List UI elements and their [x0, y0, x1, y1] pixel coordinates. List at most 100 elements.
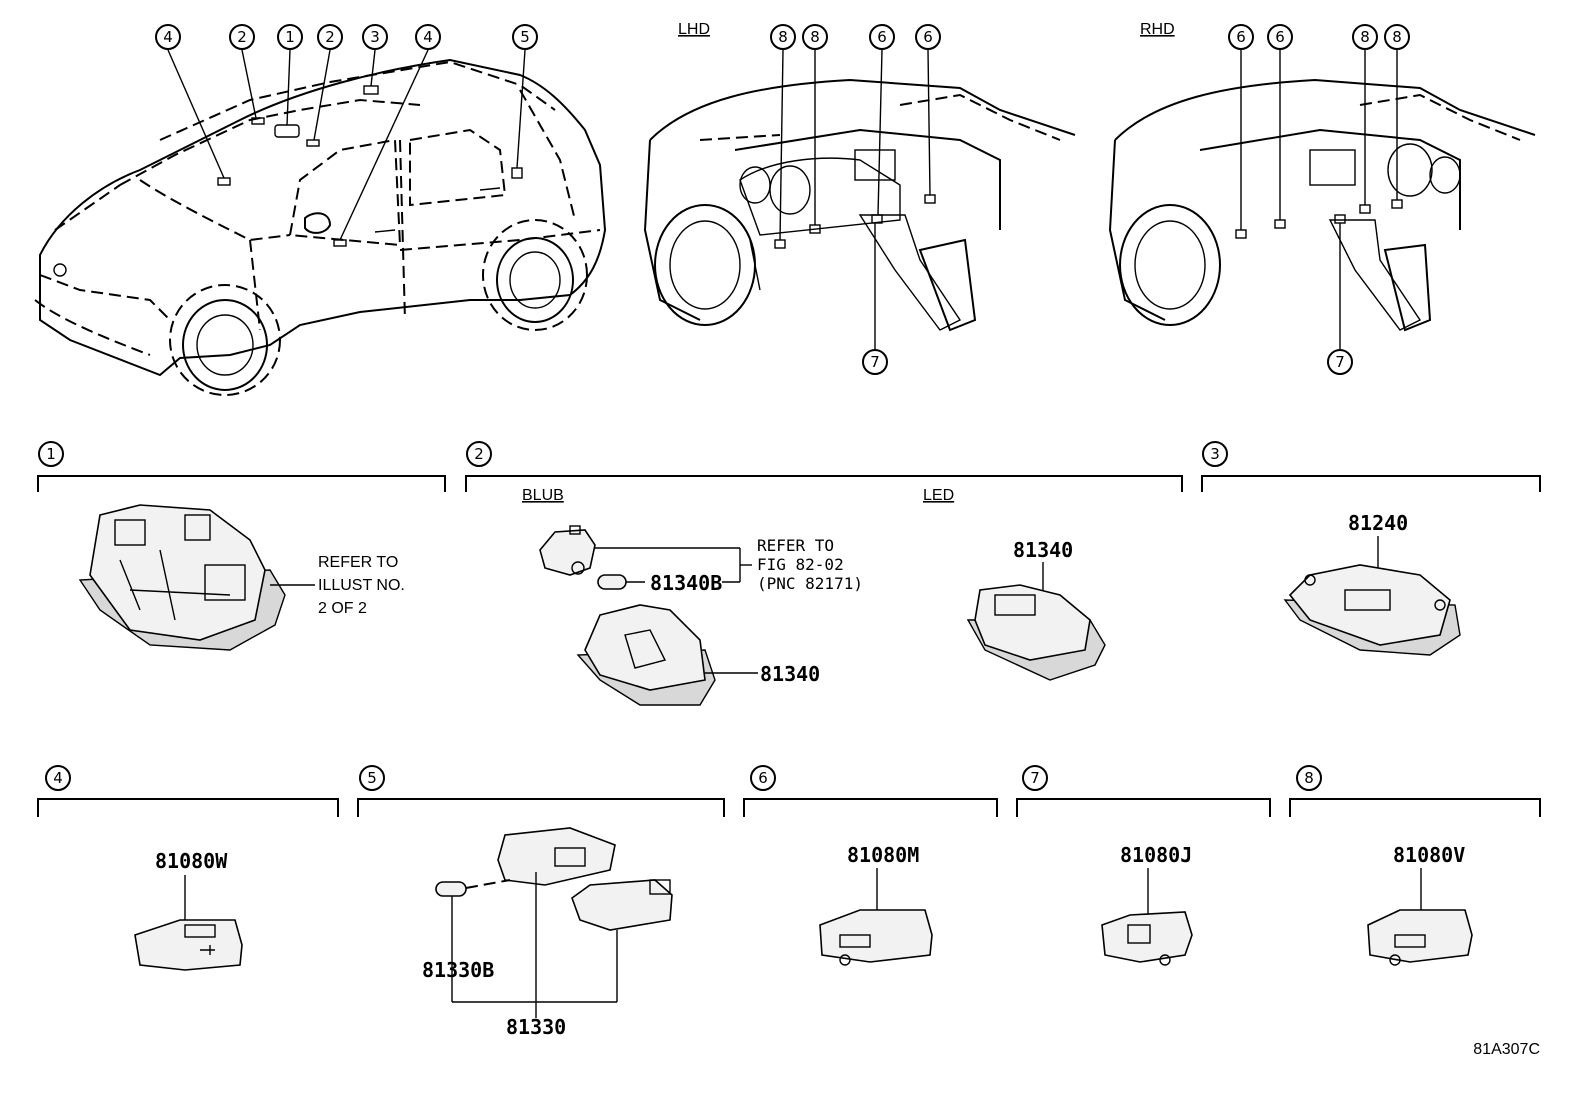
- lamp-assy-8: [1367, 909, 1473, 966]
- section-5-bracket: [357, 798, 725, 817]
- svg-text:8: 8: [1392, 28, 1402, 46]
- callout-8: 8: [802, 24, 828, 50]
- section-1-marker: 1: [38, 441, 64, 467]
- bulb-socket: [539, 525, 596, 576]
- callout-6: 6: [1228, 24, 1254, 50]
- section-7: 7 81080J: [1016, 765, 1271, 966]
- callout-6: 6: [1267, 24, 1293, 50]
- section-4: 4 81080W: [37, 765, 339, 971]
- blub-label: BLUB: [522, 487, 564, 504]
- section-5: 5 81330B 81330: [357, 765, 725, 1039]
- overhead-console-lamp: [78, 504, 286, 651]
- personal-lamp: [1283, 564, 1461, 656]
- section-7-bracket: [1016, 798, 1271, 817]
- section-1-bracket: [37, 475, 446, 492]
- callout-3: 3: [362, 24, 388, 50]
- section-6-bracket: [743, 798, 998, 817]
- lhd-label: LHD: [678, 21, 710, 38]
- part-number-81340-led: 81340: [1013, 538, 1073, 562]
- svg-text:3: 3: [1210, 445, 1220, 463]
- section-4-bracket: [37, 798, 339, 817]
- svg-text:8: 8: [810, 28, 820, 46]
- callout-6: 6: [915, 24, 941, 50]
- lhd-callouts: 8 8 6 6 7: [770, 24, 941, 375]
- rhd-callouts: 6 6 8 8 7: [1228, 24, 1410, 375]
- svg-text:8: 8: [778, 28, 788, 46]
- svg-text:4: 4: [53, 769, 63, 787]
- svg-text:8: 8: [1304, 769, 1314, 787]
- callout-8: 8: [1352, 24, 1378, 50]
- callout-1: 1: [277, 24, 303, 50]
- svg-text:6: 6: [1236, 28, 1246, 46]
- callout-2: 2: [317, 24, 343, 50]
- section-8-marker: 8: [1296, 765, 1322, 791]
- rhd-label: RHD: [1140, 21, 1175, 38]
- lamp-assy-4: [134, 919, 243, 971]
- section-3-bracket: [1201, 475, 1541, 492]
- map-lamp-housing-bulb: [576, 604, 716, 706]
- callout-8: 8: [1384, 24, 1410, 50]
- svg-text:2: 2: [237, 28, 247, 46]
- part-number-81080W: 81080W: [155, 849, 228, 873]
- svg-text:8: 8: [1360, 28, 1370, 46]
- callout-6: 6: [869, 24, 895, 50]
- map-lamp-led: [966, 584, 1106, 681]
- svg-text:4: 4: [163, 28, 173, 46]
- vehicle-callouts: 4 2 1 2 3 4 5: [155, 24, 538, 50]
- svg-text:7: 7: [1335, 353, 1345, 371]
- refer-text-line-1: REFER TO: [318, 554, 398, 571]
- part-number-81240: 81240: [1348, 511, 1408, 535]
- section-2-bracket: [465, 475, 1183, 492]
- section-2-marker: 2: [466, 441, 492, 467]
- part-number-81080V: 81080V: [1393, 843, 1465, 867]
- section-1: 1 REFER TO ILLUST NO. 2 OF 2: [37, 441, 446, 651]
- part-number-81340B: 81340B: [650, 571, 722, 595]
- rhd-interior-illustration: [1108, 50, 1536, 349]
- section-5-marker: 5: [359, 765, 385, 791]
- led-label: LED: [923, 487, 954, 504]
- svg-text:6: 6: [1275, 28, 1285, 46]
- section-8-bracket: [1289, 798, 1541, 817]
- callout-5: 5: [512, 24, 538, 50]
- section-3-marker: 3: [1202, 441, 1228, 467]
- lhd-interior-illustration: [643, 49, 1076, 349]
- svg-text:6: 6: [877, 28, 887, 46]
- svg-text:5: 5: [367, 769, 377, 787]
- section-6-marker: 6: [750, 765, 776, 791]
- callout-4: 4: [155, 24, 181, 50]
- svg-text:5: 5: [520, 28, 530, 46]
- section-7-marker: 7: [1022, 765, 1048, 791]
- svg-text:1: 1: [285, 28, 295, 46]
- part-number-81080M: 81080M: [847, 843, 919, 867]
- svg-text:6: 6: [758, 769, 768, 787]
- section-3: 3 81240: [1201, 441, 1541, 656]
- svg-text:1: 1: [46, 445, 56, 463]
- callout-7: 7: [1327, 349, 1353, 375]
- part-number-81330B: 81330B: [422, 958, 494, 982]
- svg-text:2: 2: [325, 28, 335, 46]
- refer-text-line-3: (PNC 82171): [757, 574, 863, 593]
- lamp-bulb: [435, 881, 467, 897]
- part-number-81340: 81340: [760, 662, 820, 686]
- svg-text:3: 3: [370, 28, 380, 46]
- vehicle-exterior-illustration: [34, 49, 607, 396]
- part-number-81330: 81330: [506, 1015, 566, 1039]
- section-8: 8 81080V: [1289, 765, 1541, 966]
- refer-text-line-3: 2 OF 2: [318, 600, 367, 617]
- lamp-assy-7: [1101, 911, 1193, 966]
- refer-text-line-1: REFER TO: [757, 536, 834, 555]
- lamp-housing: [571, 879, 673, 931]
- callout-8: 8: [770, 24, 796, 50]
- part-number-81080J: 81080J: [1120, 843, 1192, 867]
- lamp-assy-6: [819, 909, 933, 966]
- section-6: 6 81080M: [743, 765, 998, 966]
- figure-code: 81A307C: [1473, 1041, 1540, 1058]
- bulb: [597, 574, 645, 590]
- svg-text:4: 4: [423, 28, 433, 46]
- callout-2: 2: [229, 24, 255, 50]
- lamp-lens: [497, 827, 616, 886]
- refer-text-line-2: ILLUST NO.: [318, 577, 405, 594]
- svg-text:7: 7: [870, 353, 880, 371]
- callout-4: 4: [415, 24, 441, 50]
